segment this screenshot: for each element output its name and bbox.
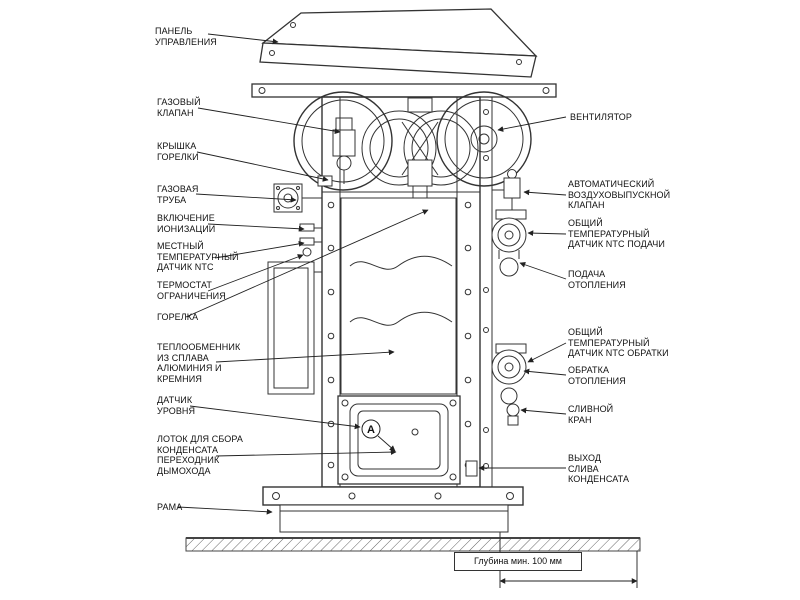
label-heat-exchanger: ТЕПЛООБМЕННИК ИЗ СПЛАВА АЛЮМИНИЯ И КРЕМН… <box>157 342 241 384</box>
leader-fan <box>497 116 567 132</box>
leader-frame <box>177 506 273 515</box>
marker-a-text: A <box>367 424 375 436</box>
top-plate <box>251 83 557 98</box>
leader-ntc-supply <box>527 230 567 237</box>
label-gas-pipe: ГАЗОВАЯ ТРУБА <box>157 184 199 205</box>
inspection-door <box>337 395 478 485</box>
label-condensate-outlet: ВЫХОД СЛИВА КОНДЕНСАТА <box>568 453 630 484</box>
leader-local-ntc <box>214 240 305 259</box>
label-drain-valve: СЛИВНОЙ КРАН <box>568 404 614 425</box>
label-ionization: ВКЛЮЧЕНИЕ ИОНИЗАЦИИ <box>157 213 216 234</box>
leader-ntc-return <box>527 342 567 363</box>
ground-hatching <box>185 537 641 552</box>
depth-dimension-label: Глубина мин. 100 мм <box>454 552 582 571</box>
label-gas-valve: ГАЗОВЫЙ КЛАПАН <box>157 97 201 118</box>
side-control-box <box>267 261 322 395</box>
marker-a: A <box>361 419 396 452</box>
leader-air-vent <box>523 189 567 196</box>
leader-drain-valve <box>520 407 567 415</box>
leader-limit-thermostat <box>207 254 304 292</box>
label-ntc-return-sensor: ОБЩИЙ ТЕМПЕРАТУРНЫЙ ДАТЧИК NTC ОБРАТКИ <box>568 327 669 358</box>
leader-ionization <box>207 223 305 232</box>
gas-pipe-drawing <box>273 183 322 213</box>
base-frame <box>262 486 524 533</box>
label-heating-supply: ПОДАЧА ОТОПЛЕНИЯ <box>568 269 626 290</box>
label-condensate-tray: ЛОТОК ДЛЯ СБОРА КОНДЕНСАТА ПЕРЕХОДНИК ДЫ… <box>157 434 243 476</box>
label-ntc-supply-sensor: ОБЩИЙ ТЕМПЕРАТУРНЫЙ ДАТЧИК NTC ПОДАЧИ <box>568 218 665 249</box>
leader-burner <box>185 209 429 318</box>
fan-assembly <box>293 91 532 201</box>
label-local-ntc-sensor: МЕСТНЫЙ ТЕМПЕРАТУРНЫЙ ДАТЧИК NTC <box>157 241 239 272</box>
right-piping <box>483 97 527 487</box>
label-frame: РАМА <box>157 502 183 512</box>
leader-gas-pipe <box>195 193 297 203</box>
leader-control-panel <box>207 33 279 45</box>
label-burner: ГОРЕЛКА <box>157 312 199 322</box>
gas-valve-drawing <box>332 117 356 184</box>
label-control-panel: ПАНЕЛЬ УПРАВЛЕНИЯ <box>155 26 217 47</box>
leader-burner-cover <box>196 151 329 182</box>
label-air-vent-valve: АВТОМАТИЧЕСКИЙ ВОЗДУХОВЫПУСКНОЙ КЛАПАН <box>568 179 671 210</box>
leader-heat-exchanger <box>215 349 395 363</box>
leader-heating-supply <box>519 261 567 280</box>
leader-gas-valve <box>197 107 341 135</box>
heat-exchanger-drawing <box>340 197 457 395</box>
leader-lines <box>177 33 567 515</box>
label-heating-return: ОБРАТКА ОТОПЛЕНИЯ <box>568 365 626 386</box>
leader-heating-return <box>523 368 567 376</box>
label-fan: ВЕНТИЛЯТОР <box>570 112 632 122</box>
leader-condensate-tray <box>215 449 397 457</box>
label-level-sensor: ДАТЧИК УРОВНЯ <box>157 395 196 416</box>
leader-level-sensor <box>189 405 361 430</box>
label-limit-thermostat: ТЕРМОСТАТ ОГРАНИЧЕНИЯ <box>157 280 226 301</box>
control-panel-drawing <box>259 8 538 78</box>
label-burner-cover: КРЫШКА ГОРЕЛКИ <box>157 141 199 162</box>
